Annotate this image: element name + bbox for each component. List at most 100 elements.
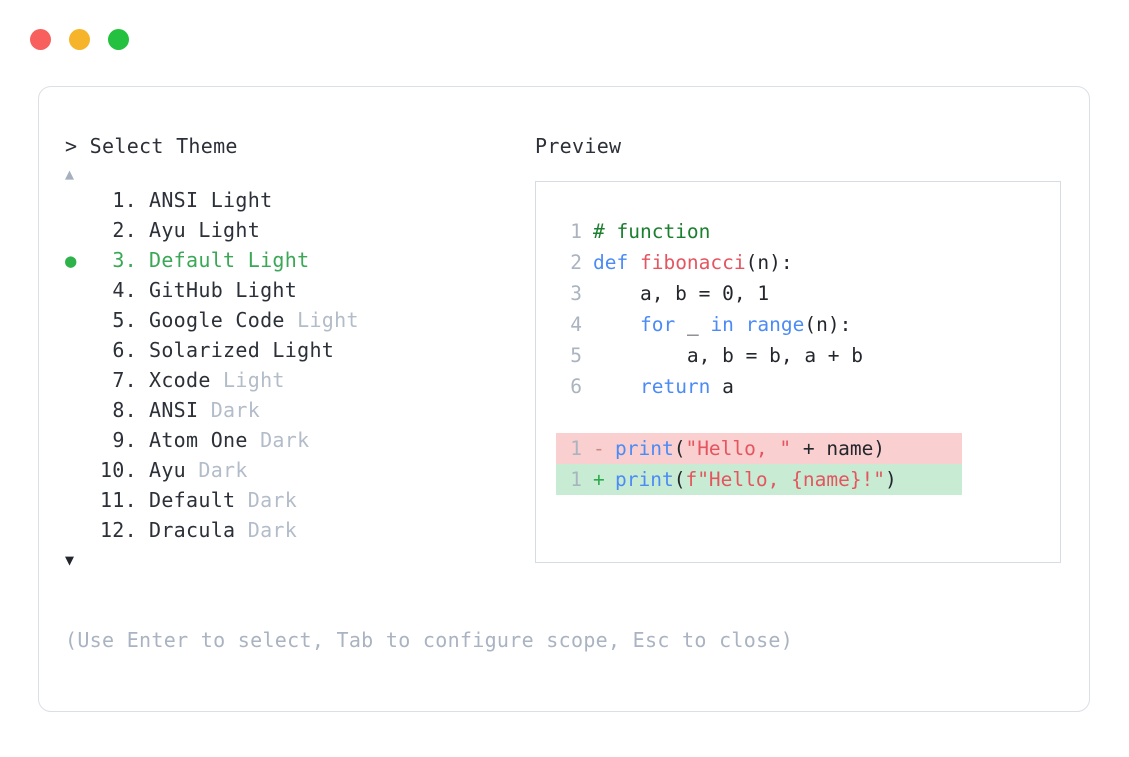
code-line-text: return a (593, 371, 734, 402)
theme-item-name: Ayu (149, 458, 187, 482)
code-token-plain: ) (885, 468, 897, 491)
window-controls (30, 28, 129, 50)
code-token-kw: range (745, 313, 805, 336)
theme-item-number: 5. (112, 308, 137, 332)
theme-item-variant: Dark (235, 518, 298, 542)
code-line: 5 a, b = b, a + b (556, 340, 1060, 371)
code-token-plain: a, b = b, a + b (593, 344, 864, 367)
theme-item-name: ANSI (149, 188, 199, 212)
code-line: 1# function (556, 216, 1060, 247)
theme-item-variant: Dark (247, 428, 310, 452)
keyboard-hint: (Use Enter to select, Tab to configure s… (65, 628, 794, 652)
code-token-kw: print (615, 468, 674, 491)
code-token-str: "Hello, " (685, 437, 792, 460)
theme-item-name: Dracula (149, 518, 236, 542)
diff-removed-line: 1-print("Hello, " + name) (556, 433, 962, 464)
theme-list-item[interactable]: 10. Ayu Dark (65, 455, 535, 485)
code-line-text: print("Hello, " + name) (615, 433, 885, 464)
theme-item-variant: Light (210, 368, 285, 392)
line-number: 2 (570, 251, 582, 274)
theme-item-variant: Light (186, 218, 261, 242)
theme-item-variant: Light (223, 278, 298, 302)
theme-item-number: 6. (112, 338, 137, 362)
code-diff-sample: 1-print("Hello, " + name)1+print(f"Hello… (536, 433, 1060, 495)
code-token-kw: def (593, 251, 640, 274)
preview-label: Preview (535, 134, 622, 158)
code-line-text: def fibonacci(n): (593, 247, 793, 278)
code-token-fn: fibonacci (639, 251, 746, 274)
line-number: 4 (570, 313, 582, 336)
theme-item-number: 10. (99, 458, 137, 482)
line-number: 1 (570, 437, 582, 460)
code-token-plain: ( (673, 437, 686, 460)
selected-bullet-icon: ● (65, 250, 77, 272)
theme-list-item[interactable]: 4. GitHub Light (65, 275, 535, 305)
code-token-plain: _ (675, 313, 711, 336)
diff-added-line: 1+print(f"Hello, {name}!") (556, 464, 962, 495)
line-number: 6 (570, 375, 582, 398)
theme-item-name: GitHub (149, 278, 224, 302)
select-theme-prompt: > Select Theme (65, 134, 238, 158)
theme-list-item[interactable]: 7.Xcode Light (65, 365, 535, 395)
code-token-plain: (n): (745, 251, 793, 274)
code-line: 4 for _ in range(n): (556, 309, 1060, 340)
theme-item-variant: Light (260, 338, 335, 362)
theme-item-variant: Dark (186, 458, 248, 482)
code-line-text: a, b = b, a + b (593, 340, 863, 371)
close-window-icon[interactable] (30, 28, 51, 50)
code-token-plain: a (710, 375, 734, 398)
theme-item-name: Solarized (149, 338, 261, 362)
theme-list-item[interactable]: 1.ANSI Light (65, 185, 535, 215)
zoom-window-icon[interactable] (108, 28, 129, 50)
theme-item-name: Ayu (149, 218, 187, 242)
diff-minus-sign: - (593, 437, 605, 460)
code-diff-spacer (536, 402, 1060, 433)
code-token-kw: return (639, 375, 711, 398)
line-number: 1 (570, 468, 582, 491)
code-line: 6 return a (556, 371, 1060, 402)
theme-item-number: 3. (112, 248, 137, 272)
code-token-plain (734, 313, 746, 336)
scroll-down-arrow-icon[interactable]: ▼ (65, 551, 75, 569)
code-token-str: f"Hello, {name}!" (685, 468, 886, 491)
theme-item-name: Atom One (149, 428, 248, 452)
code-token-plain: (n): (804, 313, 852, 336)
code-line: 2 def fibonacci(n): (556, 247, 1060, 278)
line-number: 3 (570, 282, 582, 305)
theme-list-item[interactable]: 11.Default Dark (65, 485, 535, 515)
code-line-text: a, b = 0, 1 (593, 278, 769, 309)
theme-list-item[interactable]: 6. Solarized Light (65, 335, 535, 365)
theme-item-number: 1. (112, 188, 137, 212)
code-token-comment: # function (593, 220, 711, 243)
code-line-text: for _ in range(n): (593, 309, 851, 340)
theme-item-number: 12. (99, 518, 137, 542)
theme-list-item[interactable]: ● 3. Default Light (65, 245, 535, 275)
line-number: 5 (570, 344, 582, 367)
code-line-text: print(f"Hello, {name}!") (615, 464, 897, 495)
theme-list-item[interactable]: 8. ANSI Dark (65, 395, 535, 425)
theme-list-item[interactable]: 2.Ayu Light (65, 215, 535, 245)
theme-list-item[interactable]: 12. Dracula Dark (65, 515, 535, 545)
theme-item-number: 4. (112, 278, 137, 302)
theme-item-variant: Light (284, 308, 359, 332)
code-token-plain: ( (673, 468, 686, 491)
theme-item-name: Default (149, 248, 236, 272)
theme-item-name: ANSI (149, 398, 199, 422)
minimize-window-icon[interactable] (69, 28, 90, 50)
theme-item-variant: Light (235, 248, 310, 272)
code-token-kw: print (615, 437, 674, 460)
theme-item-variant: Dark (235, 488, 298, 512)
code-token-plain (593, 375, 640, 398)
theme-list-item[interactable]: 5.Google Code Light (65, 305, 535, 335)
scroll-up-arrow-icon[interactable]: ▲ (65, 165, 75, 183)
theme-list-item[interactable]: 9.Atom One Dark (65, 425, 535, 455)
window-titlebar (0, 0, 1129, 78)
theme-item-variant: Dark (198, 398, 261, 422)
theme-item-number: 8. (112, 398, 137, 422)
